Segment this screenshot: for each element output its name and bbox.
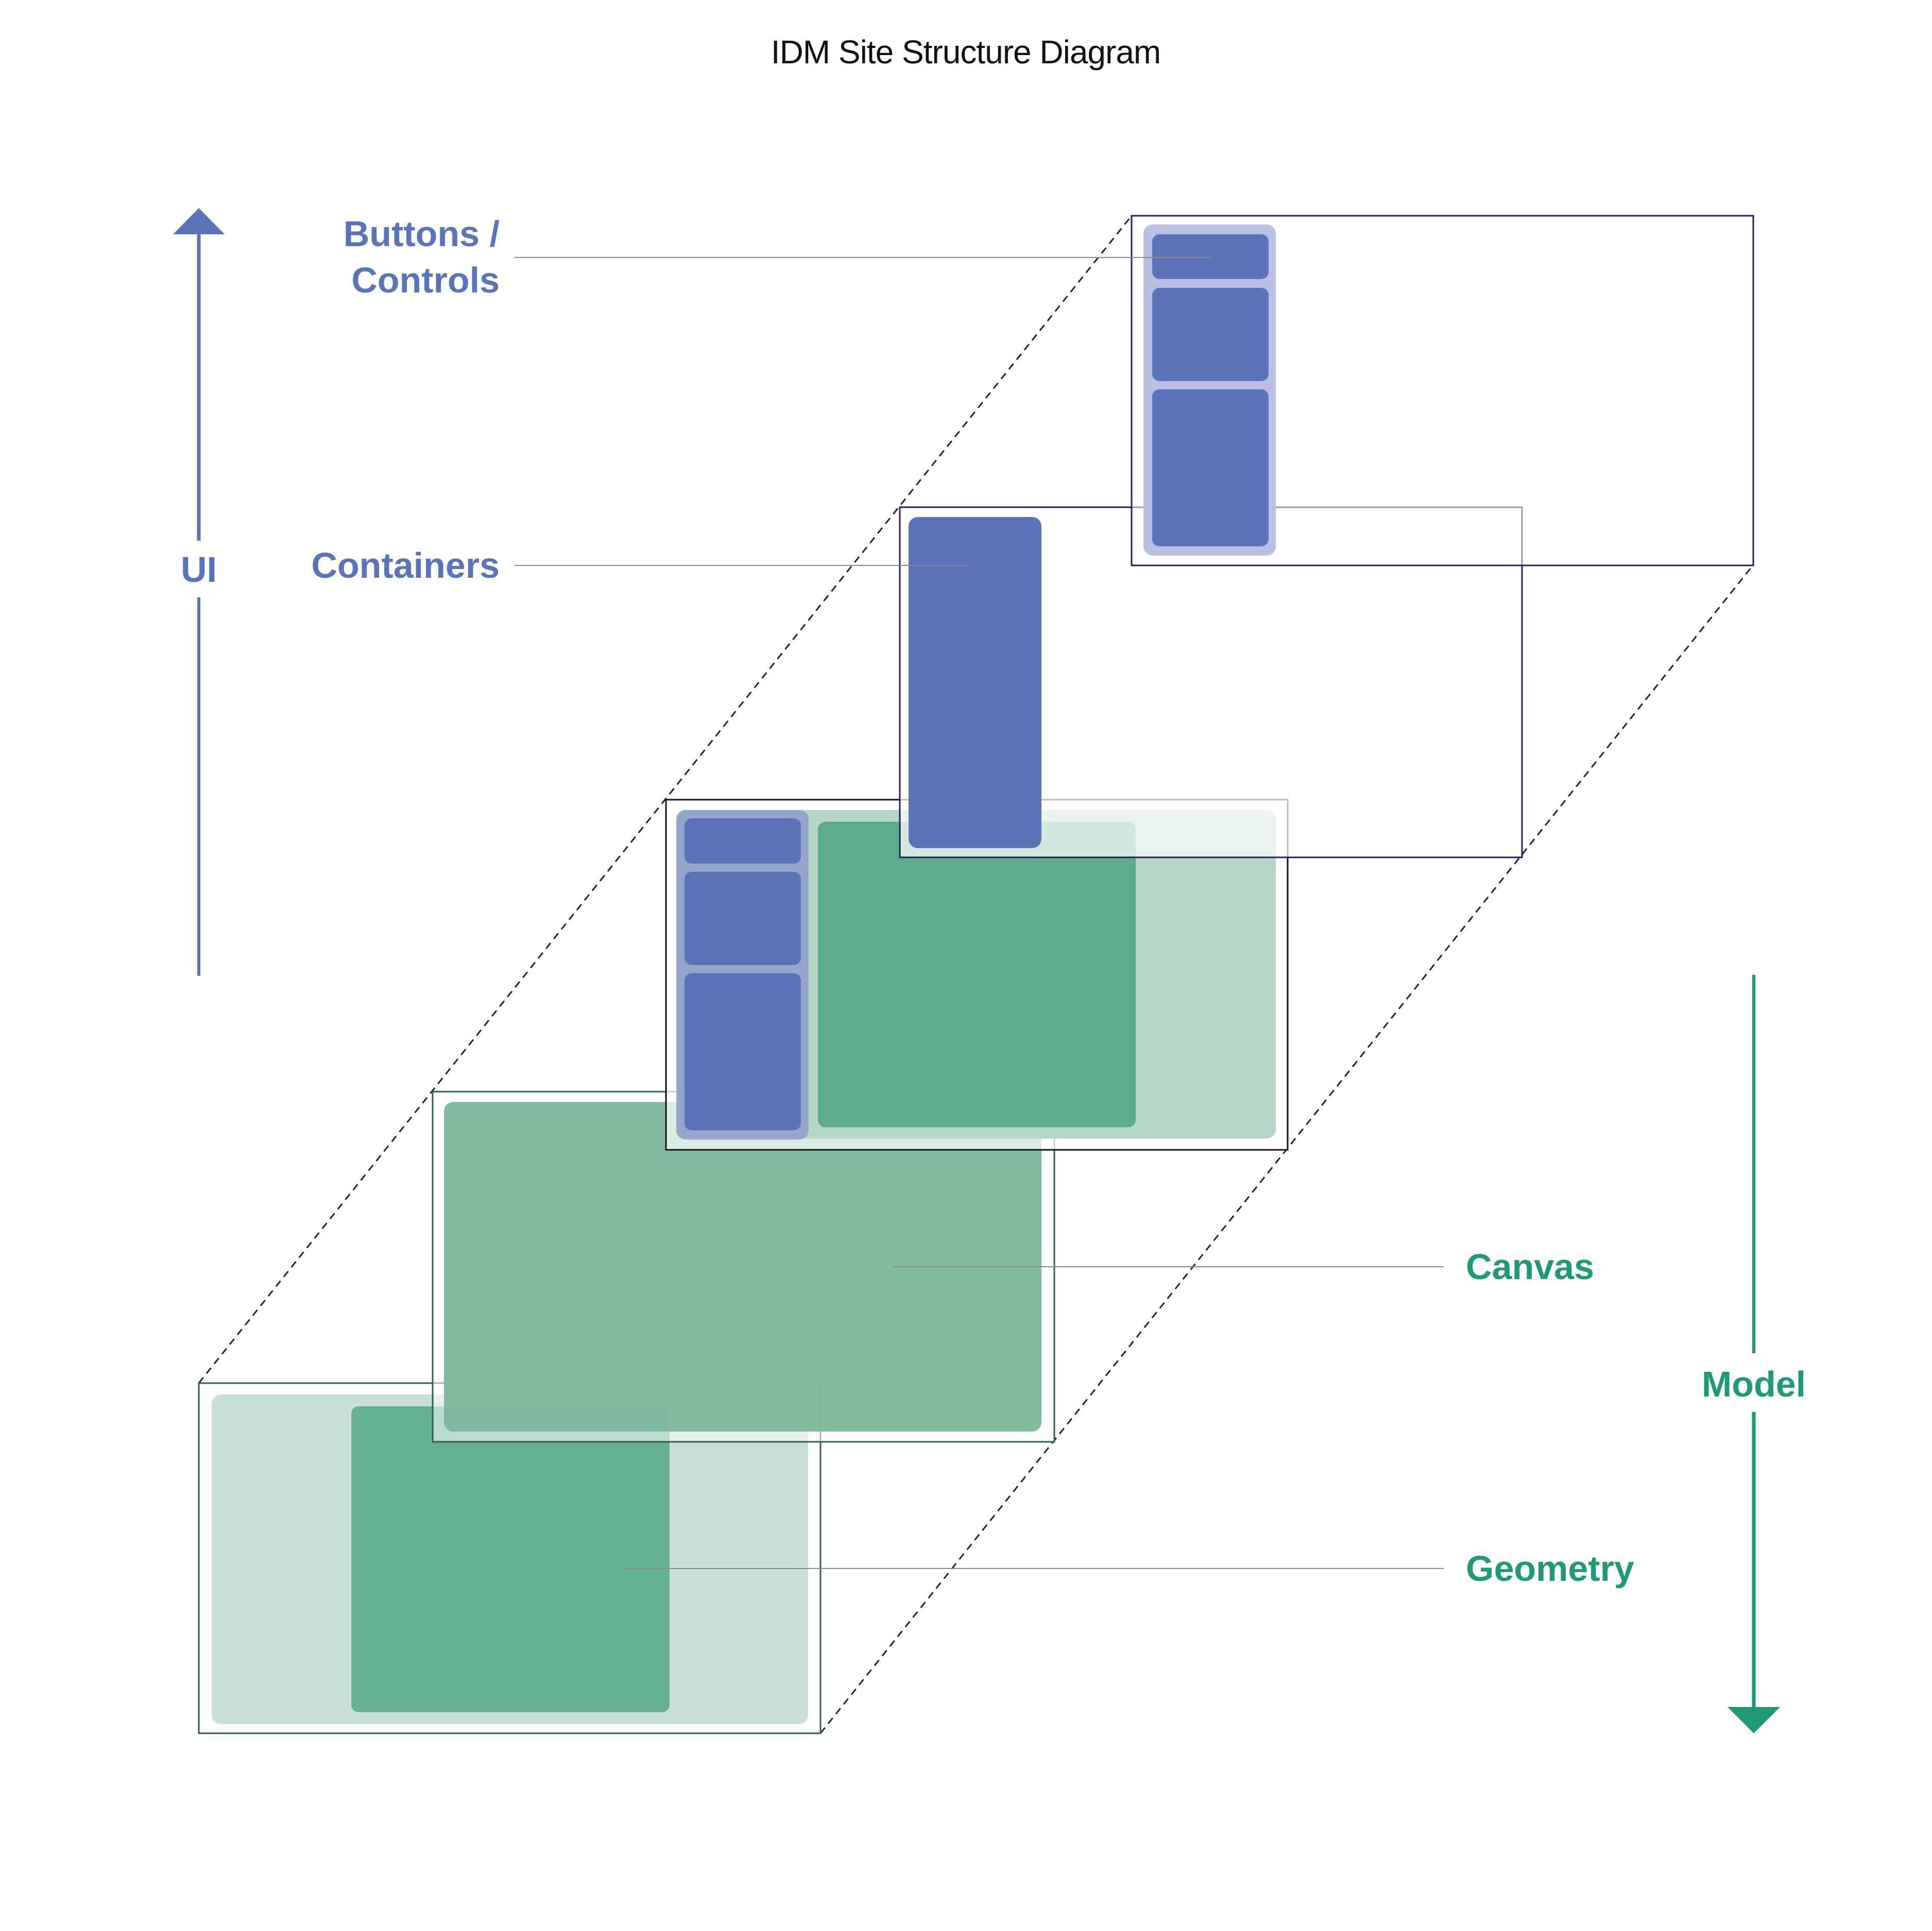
canvas-region bbox=[444, 1102, 1041, 1432]
composite-button-small bbox=[685, 818, 801, 864]
model-axis: Model bbox=[1702, 975, 1806, 1733]
geometry-inner-region bbox=[351, 1406, 670, 1712]
button-large bbox=[1152, 389, 1269, 546]
composite-button-medium bbox=[685, 872, 801, 965]
containers-label: Containers bbox=[311, 545, 500, 585]
buttons-controls-label-line1: Buttons / bbox=[344, 214, 500, 254]
button-medium bbox=[1152, 288, 1269, 381]
composite-geometry-region bbox=[818, 822, 1136, 1127]
composite-button-large bbox=[685, 973, 801, 1130]
button-small bbox=[1152, 234, 1269, 279]
canvas-label: Canvas bbox=[1466, 1247, 1594, 1287]
model-axis-label: Model bbox=[1702, 1364, 1806, 1404]
buttons-layer bbox=[1131, 215, 1754, 566]
geometry-label: Geometry bbox=[1466, 1548, 1634, 1589]
ui-axis: UI bbox=[173, 208, 225, 976]
arrow-down-icon bbox=[1728, 1707, 1780, 1733]
arrow-up-icon bbox=[173, 208, 225, 234]
ui-axis-label: UI bbox=[181, 549, 217, 590]
leader-lines bbox=[515, 257, 1444, 1569]
buttons-controls-label-line2: Controls bbox=[351, 260, 500, 300]
container-element bbox=[909, 517, 1041, 848]
diagram-title: IDM Site Structure Diagram bbox=[771, 33, 1160, 71]
